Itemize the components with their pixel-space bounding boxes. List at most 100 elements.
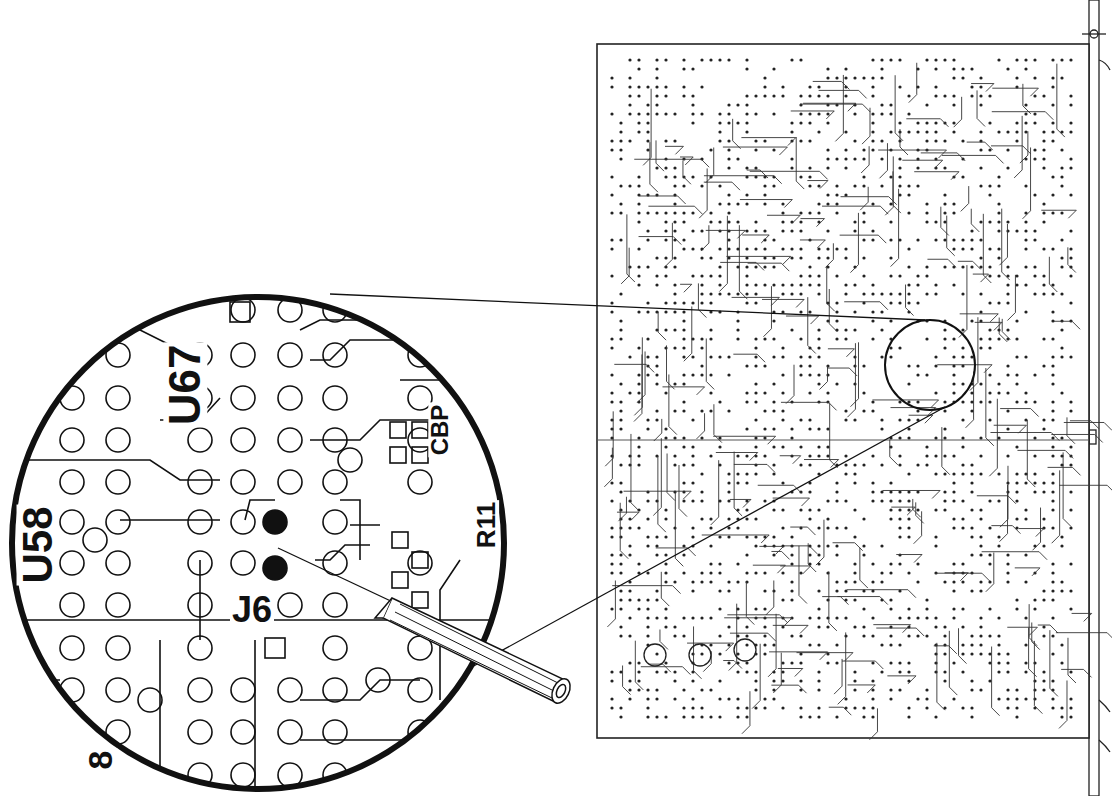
board-pad [1024,580,1027,583]
board-pad [781,283,784,286]
board-trace [942,155,1004,163]
board-pad [889,112,892,115]
board-pad [1051,337,1054,340]
board-pad [979,625,982,628]
board-pad [1024,238,1027,241]
board-pad [934,94,937,97]
pad [278,678,302,702]
board-pad [619,625,622,628]
board-pad [745,166,748,169]
board-pad [628,697,631,700]
board-trace [742,691,750,734]
board-pad [1051,247,1054,250]
board-pad [880,580,883,583]
board-pad [736,319,739,322]
board-pad [1042,283,1045,286]
board-pad [817,607,820,610]
board-pad [880,643,883,646]
board-pad [853,472,856,475]
board-pad [826,661,829,664]
board-trace [977,496,1016,504]
board-pad [628,76,631,79]
board-pad [637,373,640,376]
board-pad [970,589,973,592]
board-pad [646,229,649,232]
board-trace [790,527,815,535]
board-pad [700,472,703,475]
board-pad [736,472,739,475]
board-pad [826,625,829,628]
board-pad [646,148,649,151]
pad [231,386,255,410]
pad [106,428,130,452]
board-pad [646,616,649,619]
board-pad [970,526,973,529]
board-pad [907,112,910,115]
board-pad [889,355,892,358]
board-pad [637,310,640,313]
board-pad [997,202,1000,205]
board-pad [1069,58,1072,61]
board-pad [682,346,685,349]
board-pad [1060,328,1063,331]
board-pad [1015,472,1018,475]
board-trace [834,659,842,694]
board-pad [907,436,910,439]
board-pad [700,652,703,655]
board-pad [979,76,982,79]
board-trace [876,628,924,636]
pad [106,298,130,322]
board-pad [637,679,640,682]
board-pad [790,283,793,286]
board-pad [745,661,748,664]
board-pad [619,427,622,430]
board-pad [1060,175,1063,178]
board-pad [1051,175,1054,178]
board-pad [988,94,991,97]
board-pad [682,301,685,304]
board-trace [1000,485,1008,542]
board-trace [954,97,962,127]
board-trace [840,235,887,243]
board-trace [658,312,666,340]
board-pad [637,85,640,88]
board-pad [790,130,793,133]
board-pad [754,418,757,421]
board-pad [997,670,1000,673]
board-pad [673,220,676,223]
board-pad [970,634,973,637]
board-pad [853,463,856,466]
board-pad [1069,409,1072,412]
board-pad [1024,247,1027,250]
board-pad [790,553,793,556]
board-pad [1060,256,1063,259]
board-pad [619,382,622,385]
board-trace [665,146,683,154]
board-pad [808,355,811,358]
board-pad [745,94,748,97]
board-pad [889,238,892,241]
board-pad [916,184,919,187]
board-pad [754,229,757,232]
board-pad [907,301,910,304]
board-pad [799,139,802,142]
board-trace [1049,257,1057,292]
board-pad [997,616,1000,619]
board-pad [970,481,973,484]
board-pad [835,301,838,304]
board-pad [718,697,721,700]
board-pad [655,589,658,592]
board-pad [817,616,820,619]
board-pad [691,247,694,250]
board-pad [808,184,811,187]
board-pad [673,382,676,385]
board-pad [1069,670,1072,673]
board-pad [826,526,829,529]
board-pad [781,445,784,448]
board-pad [772,400,775,403]
pad [188,720,212,744]
board-pad [934,130,937,133]
board-pad [997,652,1000,655]
board-pad [655,697,658,700]
board-pad [1033,490,1036,493]
